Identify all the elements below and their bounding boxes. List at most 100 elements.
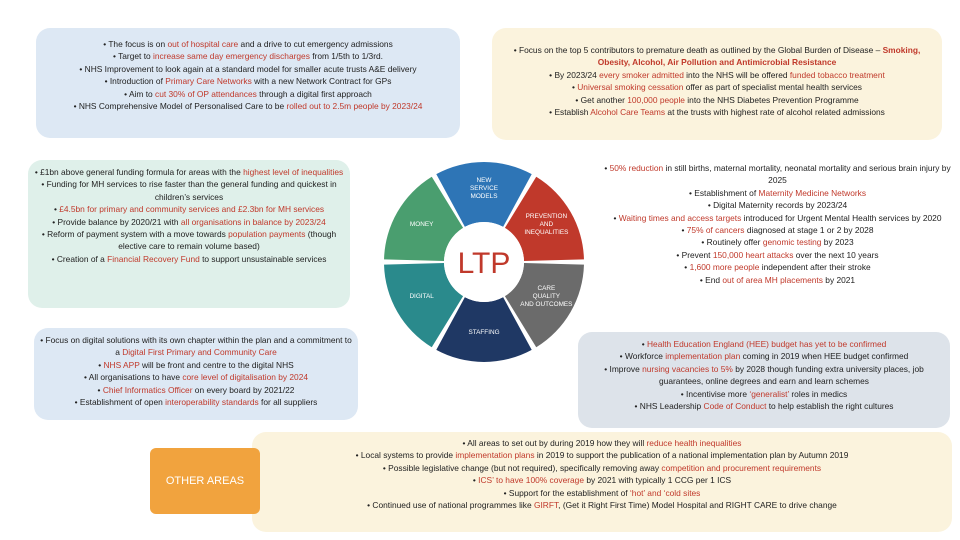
bullet-text: into the NHS Diabetes Prevention Program… [684, 94, 859, 105]
bullet-text: Local systems to provide [360, 450, 456, 461]
bullet-text: ‘generalist’ [749, 388, 790, 399]
bullet-text: Focus on the top 5 contributors to prema… [518, 45, 883, 55]
bullet-text: 50% reduction [609, 163, 664, 173]
bullet-text: population payments [228, 229, 306, 240]
bullet-text: £4.5bn for primary and community service… [59, 204, 325, 215]
bullet-text: Routinely offer [706, 237, 763, 248]
staffing-bullet: Improve nursing vacancies to 5% by 2028 … [584, 363, 944, 388]
wheel-segment [504, 263, 584, 348]
nhs-models-bullet: The focus is on out of hospital care and… [46, 38, 450, 50]
bullet-text: every smoker admitted [599, 69, 684, 80]
bullet-text: Aim to [128, 88, 156, 99]
digital-bullet: All organisations to have core level of … [40, 371, 352, 383]
bullet-text: Support for the establishment of [508, 487, 630, 498]
bullet-text: genomic testing [762, 237, 822, 248]
bullet-text: rolled out to 2.5m people by 2023/24 [286, 101, 423, 112]
bullet-text: reduce health inequalities [646, 438, 742, 448]
care-quality-bullet: Prevent 150,000 heart attacks over the n… [604, 249, 951, 261]
other-areas-bullet: All areas to set out by during 2019 how … [256, 437, 948, 449]
prevention-bullet: Get another 100,000 people into the NHS … [498, 94, 936, 106]
other-areas-bullet: ICS’ to have 100% coverage by 2021 with … [256, 474, 948, 486]
bullet-text: Establish [554, 107, 591, 118]
bullet-text: from 1/5th to 1/3rd. [309, 51, 383, 62]
bullet-text: by 2023 [821, 237, 854, 248]
bullet-text: Incentivise more [686, 388, 750, 399]
bullet-text: Establishment of open [79, 397, 166, 408]
bullet-text: roles in medics [789, 388, 848, 399]
bullet-text: out of hospital care [167, 39, 239, 49]
bullet-text: Target to [118, 51, 154, 62]
staffing-bullet: Health Education England (HEE) budget ha… [584, 338, 944, 350]
bullet-text: in 2019 to support the publication of a … [534, 450, 849, 461]
bullet-text: Primary Care Networks [165, 76, 252, 87]
prevention-box: Focus on the top 5 contributors to prema… [492, 28, 942, 140]
bullet-text: Workforce [624, 351, 666, 362]
bullet-text: and a drive to cut emergency admissions [238, 39, 393, 49]
bullet-text: 1,600 more people [689, 262, 760, 273]
bullet-text: at the trusts with highest rate of alcoh… [665, 107, 885, 118]
wheel-segment-label: DIGITAL [409, 293, 434, 300]
care-quality-bullet: Digital Maternity records by 2023/24 [604, 199, 951, 211]
bullet-text: Continued use of national programmes lik… [372, 500, 534, 511]
wheel-segment [384, 263, 464, 348]
bullet-text: implementation plans [455, 450, 535, 461]
bullet-text: all organisations in balance by 2023/24 [180, 216, 326, 227]
bullet-text: in still births, maternal mortality, neo… [663, 163, 951, 186]
prevention-bullet: Focus on the top 5 contributors to prema… [498, 44, 936, 69]
bullet-text: , (Get it Right First Time) Model Hospit… [558, 500, 837, 511]
money-bullet: Funding for MH services to rise faster t… [34, 178, 344, 203]
nhs-models-bullet: NHS Comprehensive Model of Personalised … [46, 100, 450, 112]
bullet-text: through a digital first approach [256, 88, 372, 99]
bullet-text: The focus is on [108, 39, 168, 49]
bullet-text: implementation plan [665, 351, 741, 362]
bullet-text: Establishment of [694, 187, 759, 198]
wheel-segment-label: MONEY [410, 221, 434, 228]
bullet-text: cut 30% of OP attendances [155, 88, 257, 99]
money-box: £1bn above general funding formula for a… [28, 160, 350, 308]
bullet-text: core level of digitalisation by 2024 [182, 372, 309, 383]
bullet-text: independent after their stroke [759, 262, 871, 273]
bullet-text: Digital Maternity records by 2023/24 [713, 200, 848, 211]
bullet-text: over the next 10 years [793, 249, 879, 260]
wheel-center [444, 222, 524, 302]
nhs-models-bullet: Aim to cut 30% of OP attendances through… [46, 88, 450, 100]
bullet-text: out of area MH placements [722, 274, 823, 285]
bullet-text: Code of Conduct [703, 401, 767, 412]
digital-bullet: Focus on digital solutions with its own … [40, 334, 352, 359]
bullet-text: 75% of cancers [686, 225, 745, 236]
staffing-bullet: NHS Leadership Code of Conduct to help e… [584, 400, 944, 412]
bullet-text: NHS Leadership [639, 401, 704, 412]
ltp-center-label: LTP [458, 247, 511, 280]
bullet-text: nursing vacancies to 5% [642, 363, 733, 374]
bullet-text: (though elective care to remain volume b… [118, 229, 337, 252]
nhs-models-bullet: Introduction of Primary Care Networks wi… [46, 75, 450, 87]
bullet-text: on every board by 2021/22 [192, 384, 295, 395]
other-areas-bullet: Local systems to provide implementation … [256, 449, 948, 461]
other-areas-bullet: Continued use of national programmes lik… [256, 499, 948, 511]
wheel-segment [436, 297, 532, 363]
money-bullet: £4.5bn for primary and community service… [34, 203, 344, 215]
care-quality-bullet: 1,600 more people independent after thei… [604, 261, 951, 273]
wheel-segment [504, 176, 584, 261]
bullet-text: Maternity Medicine Networks [758, 187, 867, 198]
bullet-text: Provide balance by 2020/21 with [57, 216, 181, 227]
wheel-segment [384, 176, 464, 261]
bullet-text: 100,000 people [627, 94, 685, 105]
care-quality-bullet: Establishment of Maternity Medicine Netw… [604, 187, 951, 199]
wheel-segment [436, 162, 532, 227]
bullet-text: to support unsustainable services [199, 253, 327, 264]
bullet-text: GIRFT [533, 500, 559, 511]
other-areas-bullet: Support for the establishment of ‘hot’ a… [256, 487, 948, 499]
new-service-models-box: The focus is on out of hospital care and… [36, 28, 460, 138]
other-areas-label: OTHER AREAS [150, 448, 260, 514]
bullet-text: Alcohol Care Teams [590, 107, 666, 118]
bullet-text: interoperability standards [165, 397, 259, 408]
bullet-text: Focus on digital solutions with its own … [45, 335, 352, 358]
bullet-text: to help establish the right cultures [766, 401, 894, 412]
prevention-bullet: Establish Alcohol Care Teams at the trus… [498, 106, 936, 118]
bullet-text: offer as part of specialist mental healt… [683, 82, 862, 93]
money-bullet: Provide balance by 2020/21 with all orga… [34, 216, 344, 228]
